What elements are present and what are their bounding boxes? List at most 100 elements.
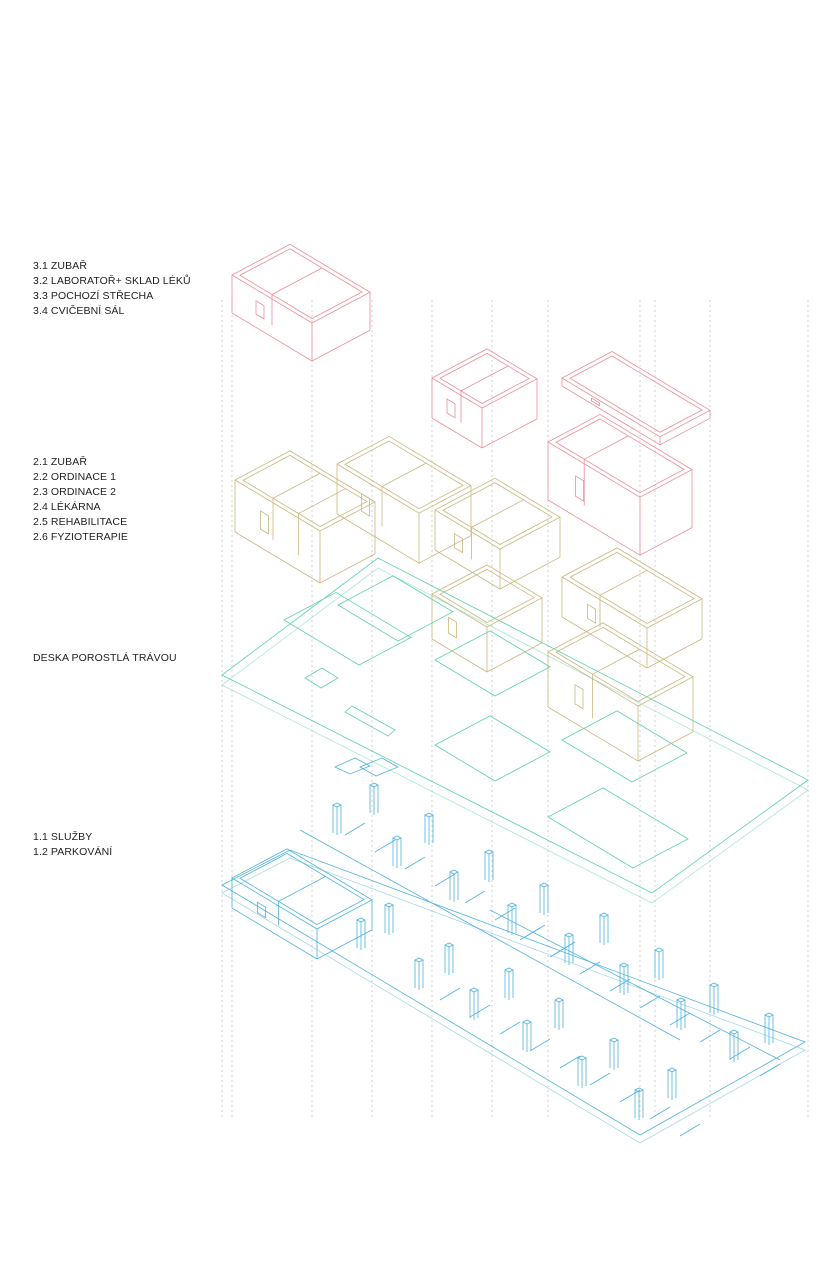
window xyxy=(454,532,463,554)
column xyxy=(554,997,564,1003)
column xyxy=(369,782,379,788)
room-2-3-ordinace-2-edge xyxy=(434,549,501,590)
grass-opening xyxy=(283,591,412,666)
parking-space-line xyxy=(494,907,516,921)
room-1-1-sluzby-partition xyxy=(278,876,326,902)
parking-space-line xyxy=(469,1004,491,1018)
column xyxy=(654,947,664,953)
window xyxy=(361,493,371,517)
parking-space-line xyxy=(589,1072,611,1086)
room-2-5-rehabilitace-edge xyxy=(646,638,703,669)
room-3-4-cvicebni-sal-partition xyxy=(584,435,629,460)
parking-space-line xyxy=(519,927,541,941)
column xyxy=(564,932,574,938)
grass-opening xyxy=(547,787,689,869)
parking-space-line xyxy=(619,1089,641,1103)
parking-slab-underside xyxy=(221,857,806,1144)
room-3-2-laborator-edge xyxy=(481,418,538,449)
parking-slab xyxy=(221,849,806,1136)
room-3-1-zubar-edge xyxy=(231,312,313,362)
column xyxy=(392,835,402,841)
room-3-1-zubar-partition xyxy=(271,267,323,295)
column xyxy=(507,902,517,908)
window xyxy=(575,475,584,502)
parking-space-line xyxy=(699,1029,721,1043)
room-3-2-laborator-edge xyxy=(431,417,483,449)
room-1-1-sluzby-inner xyxy=(239,852,365,925)
parking-space-line xyxy=(669,1012,691,1026)
legend-level-2: 2.1 ZUBAŘ 2.2 ORDINACE 1 2.3 ORDINACE 2 … xyxy=(33,455,128,545)
room-2-1-zubar xyxy=(234,450,376,532)
parking-space-line xyxy=(579,961,601,975)
grass-opening xyxy=(434,630,551,697)
legend-item: 2.2 ORDINACE 1 xyxy=(33,471,117,483)
legend-level-1: 1.1 SLUŽBY 1.2 PARKOVÁNÍ xyxy=(33,830,112,860)
legend-item: 2.5 REHABILITACE xyxy=(33,516,128,528)
green-roof-slab xyxy=(221,557,809,894)
column xyxy=(414,957,424,963)
window xyxy=(574,683,584,710)
column xyxy=(619,962,629,968)
driveway-line xyxy=(299,829,681,1041)
column xyxy=(667,1067,677,1073)
parking-space-line xyxy=(374,839,396,853)
room-2-3-ordinace-2-inner xyxy=(442,482,553,545)
room-2-1-zubar-edge xyxy=(234,531,321,584)
roof-3-3-pochozi-strecha-edge xyxy=(659,417,711,446)
room-2-1-zubar-partition xyxy=(298,488,346,514)
grass-opening xyxy=(337,575,454,642)
stair-element xyxy=(359,757,399,777)
room-2-2-ordinace-1-partition xyxy=(381,462,427,487)
parking-space-line xyxy=(759,1063,781,1077)
stair-element xyxy=(334,757,371,775)
parking-space-line xyxy=(344,822,366,836)
column xyxy=(729,1029,739,1035)
legend-item: 3.3 POCHOZÍ STŘECHA xyxy=(33,290,154,302)
legend-item: 1.1 SLUŽBY xyxy=(33,831,93,843)
room-2-5-rehabilitace-partition xyxy=(599,570,648,596)
column xyxy=(444,942,454,948)
legend-level-3: 3.1 ZUBAŘ 3.2 LABORATOŘ+ SKLAD LÉKŮ 3.3 … xyxy=(33,259,191,319)
column xyxy=(522,1019,532,1025)
room-3-4-cvicebni-sal-edge xyxy=(547,499,641,556)
parking-space-line xyxy=(649,1106,671,1120)
green-roof-slab-underside xyxy=(221,567,809,904)
column xyxy=(449,869,459,875)
room-2-3-ordinace-2-edge xyxy=(499,556,561,590)
room-2-1-zubar-edge xyxy=(319,553,376,584)
room-1-1-sluzby-edge xyxy=(231,907,318,960)
legend-item: 3.2 LABORATOŘ+ SKLAD LÉKŮ xyxy=(33,275,191,287)
room-2-6-fyzioterapie-inner xyxy=(555,626,686,702)
parking-space-line xyxy=(529,1038,551,1052)
legend-item: 2.4 LÉKÁRNA xyxy=(33,501,101,513)
parking-space-line xyxy=(404,856,426,870)
room-2-2-ordinace-1-edge xyxy=(336,513,420,564)
roof-3-3-pochozi-strecha-edge xyxy=(561,385,661,446)
column xyxy=(764,1012,774,1018)
room-2-3-ordinace-2-partition xyxy=(471,499,524,528)
column xyxy=(384,902,394,908)
grass-opening xyxy=(561,710,688,783)
room-2-6-fyzioterapie-partition xyxy=(592,648,640,675)
room-1-1-sluzby-edge xyxy=(316,929,373,960)
column xyxy=(504,967,514,973)
column xyxy=(332,802,342,808)
room-2-5-rehabilitace-edge xyxy=(561,616,648,669)
room-2-5-rehabilitace xyxy=(561,547,703,629)
room-3-2-laborator-partition xyxy=(460,365,509,392)
column xyxy=(676,997,686,1003)
legend-green-roof: DESKA POROSTLÁ TRÁVOU xyxy=(33,651,177,666)
grass-opening xyxy=(434,715,551,782)
parking-space-line xyxy=(609,978,631,992)
room-2-1-zubar-partition xyxy=(272,473,321,499)
room-3-1-zubar-edge xyxy=(311,329,371,362)
room-3-4-cvicebni-sal-edge xyxy=(639,527,693,556)
room-2-2-ordinace-1-inner xyxy=(344,440,464,510)
parking-space-line xyxy=(639,995,661,1009)
window xyxy=(260,510,269,535)
parking-space-line xyxy=(434,873,456,887)
column xyxy=(634,1087,644,1093)
roof-3-3-pochozi-strecha-inner xyxy=(569,355,703,433)
room-2-4-lekarna-edge xyxy=(431,638,488,673)
